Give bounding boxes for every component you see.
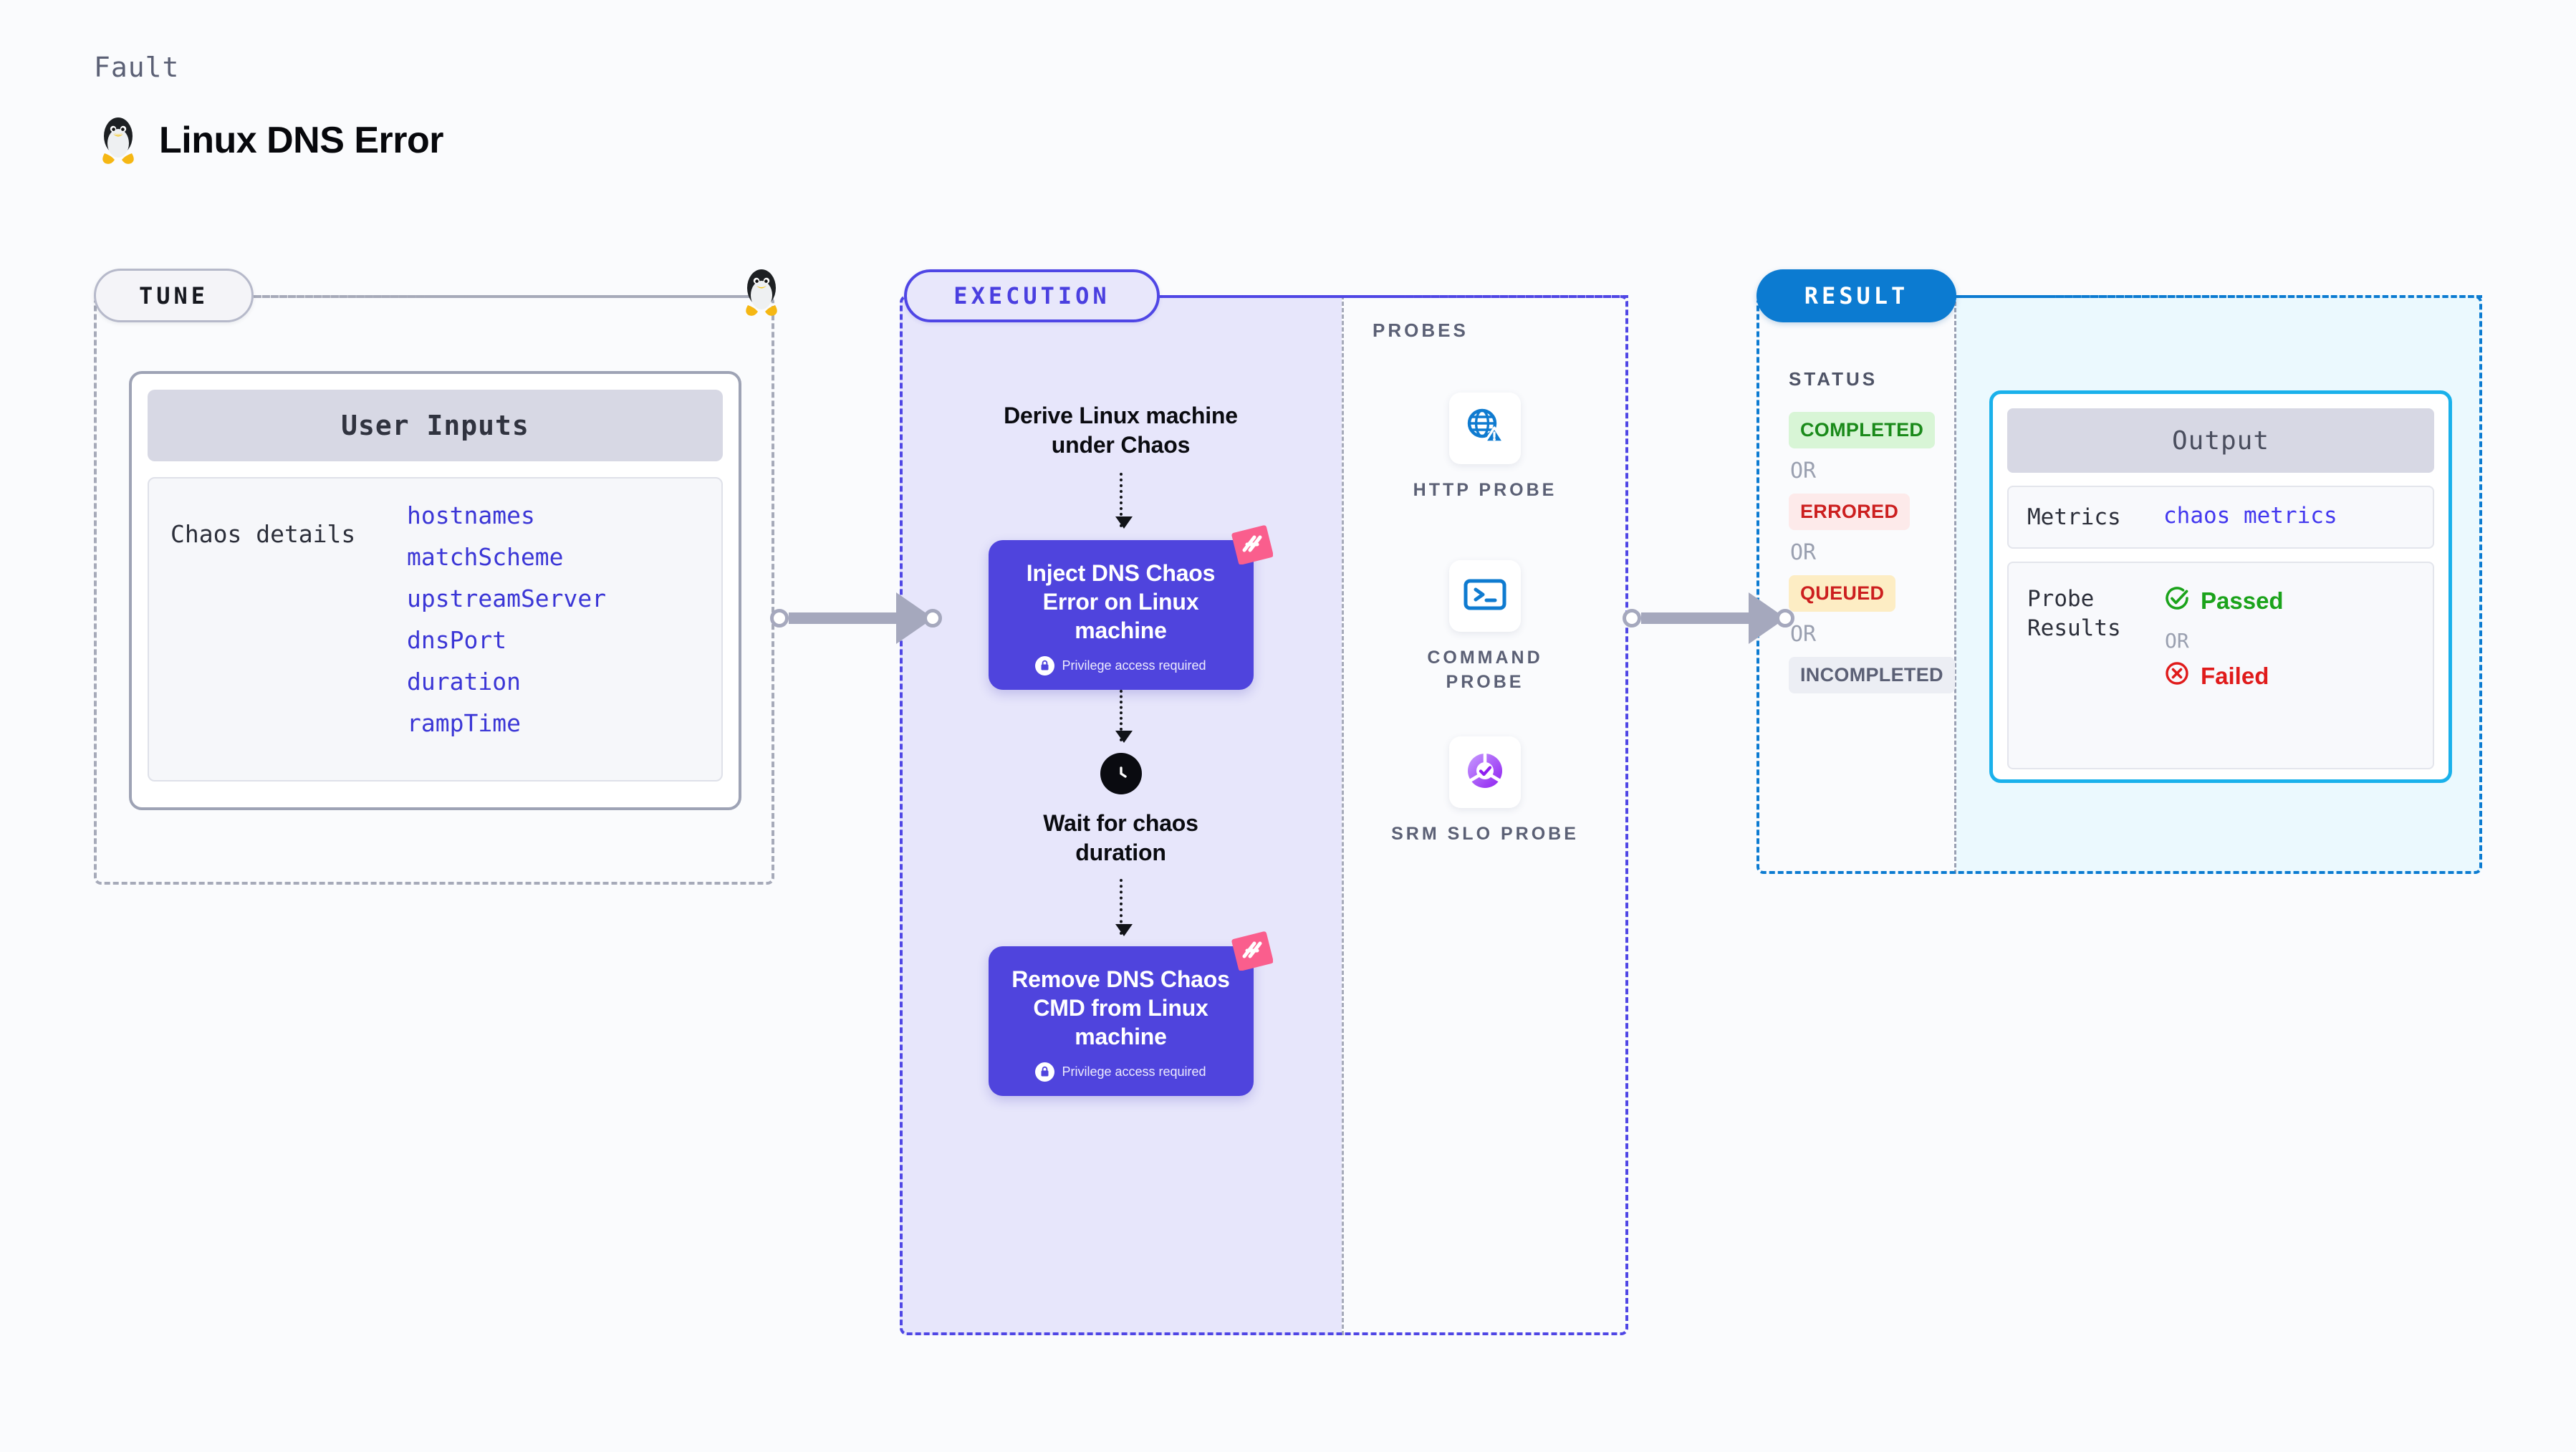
terminal-icon [1463,577,1507,616]
output-probe-key: Probe Results [2027,586,2121,641]
status-badge-queued: QUEUED [1789,575,1896,612]
execution-stage-pill[interactable]: EXECUTION [904,269,1160,322]
globe-warning-icon [1463,405,1507,453]
lock-icon [1035,655,1055,675]
chaos-details-label: Chaos details [170,520,356,548]
output-probe-values: Passed OR Failed [2163,585,2284,752]
probe-command[interactable]: COMMAND PROBE [1342,560,1628,695]
harness-logo-icon [1231,523,1274,565]
connector-bar [789,612,898,624]
inject-dns-chaos-step[interactable]: Inject DNS Chaos Error on Linux machine … [988,525,1274,690]
derive-machine-step: Derive Linux machine under Chaos [1004,403,1238,458]
status-or-2: OR [1790,540,1817,565]
status-badge-errored: ERRORED [1789,494,1911,530]
connector-start-dot [770,609,789,628]
flow-arrow-3 [1115,878,1133,936]
probe-command-label: COMMAND PROBE [1427,648,1543,692]
linux-penguin-icon [97,115,139,166]
output-card-header: Output [2007,408,2434,473]
wait-for-duration-step: Wait for chaos duration [1043,809,1198,865]
check-circle-icon [2163,585,2191,617]
probes-title: PROBES [1373,319,1469,341]
output-metrics-row: Metrics chaos metrics [2007,486,2434,549]
probes-region [1342,295,1628,1335]
probe-srm-slo[interactable]: SRM SLO PROBE [1342,736,1628,847]
probe-passed-label: Passed [2201,587,2284,615]
result-header-dash [1956,295,2482,298]
status-badge-incompleted: INCOMPLETED [1789,657,1955,693]
clock-icon [1100,752,1142,794]
status-badge-completed: COMPLETED [1789,412,1936,448]
connector-end-dot [923,609,942,628]
probe-tile [1449,393,1521,464]
connector-start-dot [1623,609,1641,628]
probe-tile [1449,736,1521,808]
output-probe-results-row: Probe Results Passed OR [2007,562,2434,770]
probe-srm-slo-label: SRM SLO PROBE [1391,824,1579,844]
status-list: COMPLETED OR ERRORED OR QUEUED OR INCOMP… [1789,412,1955,693]
probe-failed-label: Failed [2201,663,2269,690]
inject-step-privilege-note: Privilege access required [1004,655,1238,675]
status-or-1: OR [1790,458,1817,484]
page-title-row: Linux DNS Error [97,115,444,166]
chaos-parameter-list: hostnames matchScheme upstreamServer dns… [407,501,606,757]
fault-eyebrow-label: Fault [94,52,180,83]
param-ramptime[interactable]: rampTime [407,709,521,737]
probe-tile [1449,560,1521,632]
tune-corner-linux-penguin-icon [741,266,782,322]
param-upstreamserver[interactable]: upstreamServer [407,585,607,612]
connector-end-dot [1776,609,1794,628]
param-matchscheme[interactable]: matchScheme [407,543,564,571]
probe-http[interactable]: HTTP PROBE [1342,393,1628,503]
tune-stage-pill[interactable]: TUNE [94,269,254,322]
status-or-3: OR [1790,622,1817,647]
probe-result-or: OR [2165,629,2189,653]
status-title: STATUS [1789,368,1878,390]
harness-logo-icon [1231,929,1274,971]
flow-arrow-2 [1115,689,1133,743]
inject-step-title: Inject DNS Chaos Error on Linux machine [1026,559,1216,643]
connector-bar [1641,612,1750,624]
probe-result-passed: Passed [2163,585,2284,617]
user-inputs-card: User Inputs Chaos details hostnames matc… [129,371,741,810]
tune-to-execution-arrow [770,592,942,644]
execution-header-dash [1160,295,1628,298]
execution-region-fill [900,295,1342,1335]
output-metrics-value[interactable]: chaos metrics [2163,503,2337,529]
user-inputs-card-body: Chaos details hostnames matchScheme upst… [148,477,723,782]
execution-to-result-arrow [1623,592,1794,644]
privilege-note-text: Privilege access required [1062,658,1206,673]
remove-step-title: Remove DNS Chaos CMD from Linux machine [1011,966,1230,1049]
remove-step-privilege-note: Privilege access required [1004,1062,1238,1082]
output-metrics-key: Metrics [2027,504,2121,530]
lock-icon [1035,1062,1055,1082]
output-card: Output Metrics chaos metrics Probe Resul… [1989,390,2452,783]
flow-arrow-1 [1115,472,1133,529]
result-stage-pill[interactable]: RESULT [1756,269,1956,322]
probe-result-failed: Failed [2163,660,2284,693]
execution-flow: Derive Linux machine under Chaos Inject … [900,330,1342,1096]
slo-check-icon [1462,748,1508,797]
param-dnsport[interactable]: dnsPort [407,626,507,654]
tune-header-dash [254,295,755,298]
x-circle-icon [2163,660,2191,693]
param-duration[interactable]: duration [407,668,521,696]
user-inputs-card-header: User Inputs [148,390,723,461]
remove-dns-chaos-step[interactable]: Remove DNS Chaos CMD from Linux machine … [988,931,1274,1096]
probe-http-label: HTTP PROBE [1413,480,1557,500]
page-title: Linux DNS Error [159,120,444,161]
param-hostnames[interactable]: hostnames [407,501,535,529]
privilege-note-text: Privilege access required [1062,1064,1206,1079]
